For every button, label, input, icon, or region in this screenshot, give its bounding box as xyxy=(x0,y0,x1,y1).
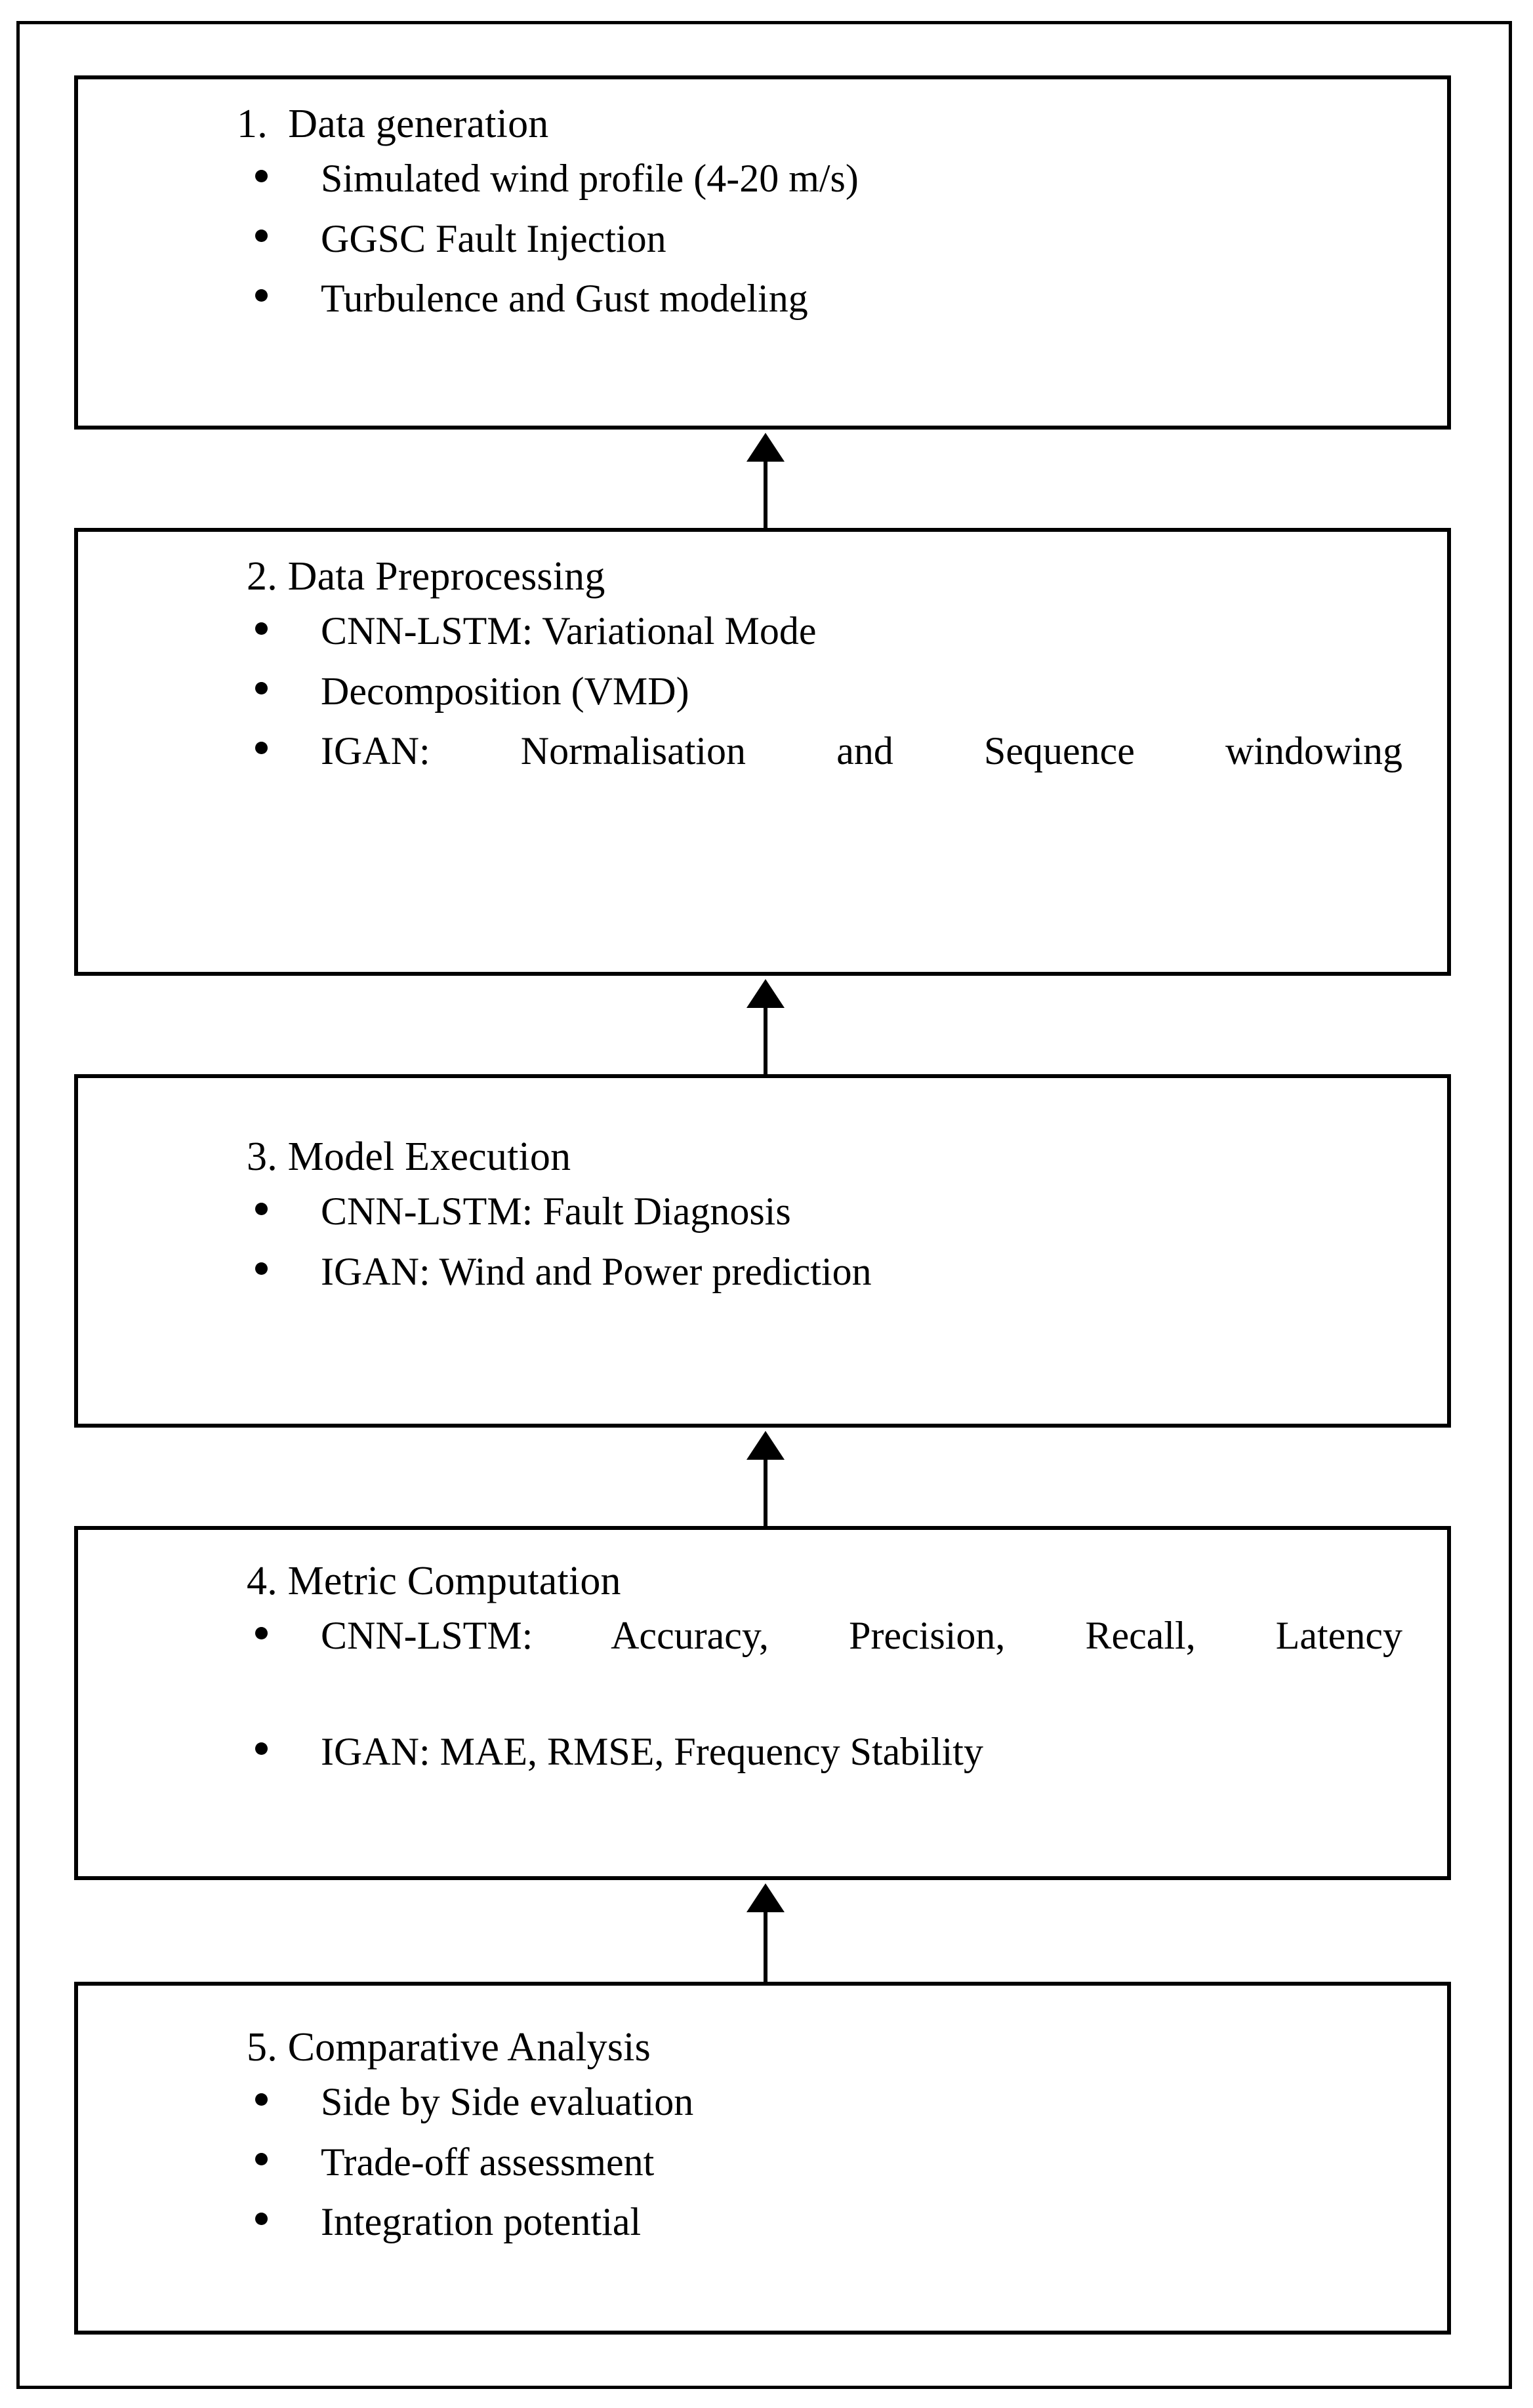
stage-box-content: 5. Comparative Analysis Side by Side eva… xyxy=(78,1986,1447,2274)
list-item: IGAN: Wind and Power prediction xyxy=(112,1244,1413,1300)
stage-title-comparative-analysis: 5. Comparative Analysis xyxy=(247,2025,651,2070)
bullet-list-comparative-analysis: Side by Side evaluation Trade-off assess… xyxy=(112,2074,1413,2250)
list-item: CNN-LSTM: Variational Mode xyxy=(112,603,1413,659)
list-item: Side by Side evaluation xyxy=(112,2074,1413,2130)
bullet-dot-icon xyxy=(255,229,268,242)
bullet-dot-icon xyxy=(255,289,268,302)
bullet-text: CNN-LSTM: Variational Mode xyxy=(321,609,817,653)
bullet-text: IGAN: Wind and Power prediction xyxy=(321,1249,872,1293)
bullet-text: Trade-off assessment xyxy=(321,2140,655,2184)
stage-box-content: 2. Data Preprocessing CNN-LSTM: Variatio… xyxy=(78,532,1447,858)
bullet-dot-icon xyxy=(255,622,268,635)
stage-box-metric-computation[interactable]: 4. Metric Computation CNN-LSTM: Accuracy… xyxy=(74,1526,1451,1880)
bullet-dot-icon xyxy=(255,2213,268,2225)
bullet-text: IGAN: Normalisation and Sequence windowi… xyxy=(321,729,1402,773)
list-item: Integration potential xyxy=(112,2194,1413,2250)
list-item: Turbulence and Gust modeling xyxy=(112,271,1413,327)
bullet-dot-icon xyxy=(255,1626,268,1639)
bullet-dot-icon xyxy=(255,2093,268,2106)
stage-box-data-preprocessing[interactable]: 2. Data Preprocessing CNN-LSTM: Variatio… xyxy=(74,528,1451,976)
list-item: CNN-LSTM: Accuracy, Precision, Recall, L… xyxy=(112,1608,1413,1719)
stage-title-model-execution: 3. Model Execution xyxy=(247,1134,571,1179)
stage-box-content: 3. Model Execution CNN-LSTM: Fault Diagn… xyxy=(78,1078,1447,1323)
connector-arrow-up-metric-to-execution xyxy=(746,1431,785,1526)
stage-box-comparative-analysis[interactable]: 5. Comparative Analysis Side by Side eva… xyxy=(74,1982,1451,2335)
stage-title-data-preprocessing: 2. Data Preprocessing xyxy=(247,554,605,599)
bullet-list-data-preprocessing: CNN-LSTM: Variational Mode Decomposition… xyxy=(112,603,1413,835)
bullet-text: Turbulence and Gust modeling xyxy=(321,276,808,320)
bullet-list-metric-computation: CNN-LSTM: Accuracy, Precision, Recall, L… xyxy=(112,1608,1413,1780)
arrow-shaft xyxy=(764,1001,767,1074)
list-item: GGSC Fault Injection xyxy=(112,211,1413,267)
arrow-shaft xyxy=(764,455,767,528)
arrow-shaft xyxy=(764,1906,767,1982)
stage-title-data-generation: 1. Data generation xyxy=(237,102,549,146)
stage-box-content: 4. Metric Computation CNN-LSTM: Accuracy… xyxy=(78,1530,1447,1803)
bullet-text: CNN-LSTM: Fault Diagnosis xyxy=(321,1190,791,1234)
connector-arrow-up-preprocessing-to-generation xyxy=(746,433,785,528)
stage-title-metric-computation: 4. Metric Computation xyxy=(247,1559,621,1603)
stage-box-content: 1. Data generation Simulated wind profil… xyxy=(78,79,1447,350)
bullet-text: GGSC Fault Injection xyxy=(321,216,666,260)
stage-box-data-generation[interactable]: 1. Data generation Simulated wind profil… xyxy=(74,75,1451,430)
bullet-dot-icon xyxy=(255,1742,268,1755)
list-item: Decomposition (VMD) xyxy=(112,664,1413,719)
list-item: IGAN: MAE, RMSE, Frequency Stability xyxy=(112,1724,1413,1780)
bullet-dot-icon xyxy=(255,742,268,754)
bullet-text: Simulated wind profile (4-20 m/s) xyxy=(321,157,859,201)
arrow-shaft xyxy=(764,1453,767,1526)
stage-box-model-execution[interactable]: 3. Model Execution CNN-LSTM: Fault Diagn… xyxy=(74,1074,1451,1428)
bullet-dot-icon xyxy=(255,169,268,182)
bullet-text: Decomposition (VMD) xyxy=(321,669,689,713)
bullet-list-model-execution: CNN-LSTM: Fault Diagnosis IGAN: Wind and… xyxy=(112,1184,1413,1299)
list-item: Trade-off assessment xyxy=(112,2135,1413,2190)
bullet-dot-icon xyxy=(255,1202,268,1215)
bullet-list-data-generation: Simulated wind profile (4-20 m/s) GGSC F… xyxy=(112,151,1413,327)
list-item: CNN-LSTM: Fault Diagnosis xyxy=(112,1184,1413,1239)
bullet-text: IGAN: MAE, RMSE, Frequency Stability xyxy=(321,1729,983,1773)
bullet-text: Side by Side evaluation xyxy=(321,2080,694,2124)
bullet-dot-icon xyxy=(255,2152,268,2165)
bullet-dot-icon xyxy=(255,681,268,694)
list-item: Simulated wind profile (4-20 m/s) xyxy=(112,151,1413,207)
list-item: IGAN: Normalisation and Sequence windowi… xyxy=(112,723,1413,835)
bullet-text: CNN-LSTM: Accuracy, Precision, Recall, L… xyxy=(321,1614,1402,1658)
bullet-dot-icon xyxy=(255,1262,268,1275)
connector-arrow-up-comparative-to-metric xyxy=(746,1883,785,1982)
connector-arrow-up-execution-to-preprocessing xyxy=(746,979,785,1074)
bullet-text: Integration potential xyxy=(321,2199,642,2243)
